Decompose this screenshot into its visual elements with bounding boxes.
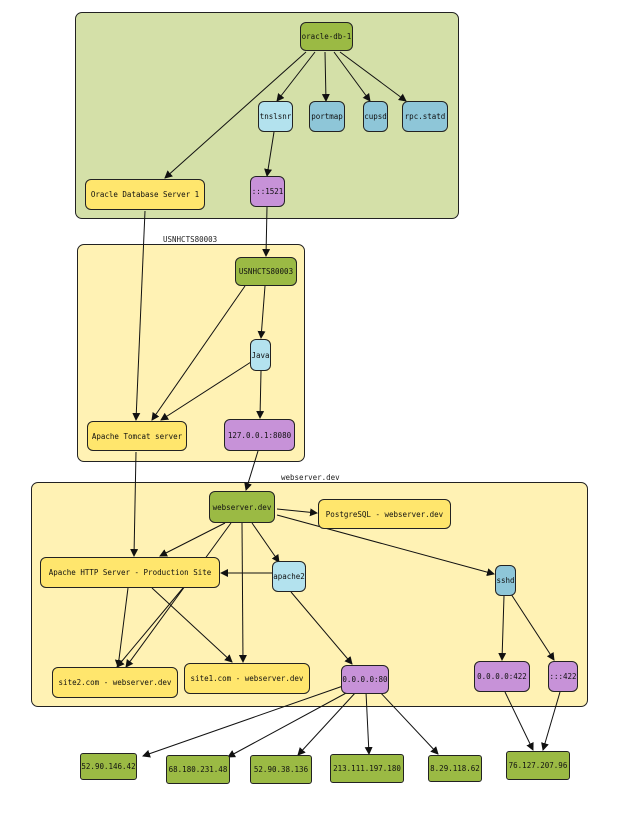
node-port-1521[interactable]: :::1521 <box>250 176 285 207</box>
edge-webserver-site2 <box>125 522 232 668</box>
edge-apachehttp-site2b <box>114 587 129 668</box>
edge-java-tomcat <box>160 361 252 421</box>
edge-80-ip1 <box>142 685 344 758</box>
edge-v6-422-ip6 <box>541 691 561 751</box>
edge-apachehttp-site1 <box>151 587 233 663</box>
edge-tomcat-apachehttp <box>130 451 139 557</box>
node-site2[interactable]: site2.com - webserver.dev <box>52 667 178 698</box>
edge-oracle-dbserver <box>164 51 307 179</box>
edge-422-ip6 <box>504 691 534 751</box>
edge-webserver-apachehttp <box>159 522 226 557</box>
edge-80-ip2 <box>227 691 349 758</box>
edge-1521-usnhcts <box>262 206 271 257</box>
edge-sshd-422 <box>498 595 507 661</box>
node-ip-8-29-118-62[interactable]: 8.29.118.62 <box>428 755 482 782</box>
edge-usnhcts-tomcat <box>151 285 246 421</box>
edge-webserver-site1 <box>238 522 247 663</box>
cluster-label-usnhcts80003: USNHCTS80003 <box>163 235 218 244</box>
edge-webserver-apache2 <box>251 522 280 563</box>
edge-apachehttp-site2 <box>116 587 184 668</box>
node-postgresql[interactable]: PostgreSQL - webserver.dev <box>318 499 451 529</box>
node-java[interactable]: Java <box>250 339 271 371</box>
edge-8080-webserver <box>244 450 259 491</box>
edge-java-8080 <box>256 370 265 419</box>
edge-80-ip5 <box>377 689 439 755</box>
node-tnslsnr[interactable]: tnslsnr <box>258 101 293 132</box>
node-oracle-db-1[interactable]: oracle-db-1 <box>300 22 353 51</box>
node-ip-52-90-38-136[interactable]: 52.90.38.136 <box>250 755 312 784</box>
edge-sshd-v6-422 <box>510 593 555 661</box>
node-ip-213-111-197-180[interactable]: 213.111.197.180 <box>330 754 404 783</box>
edge-oracle-tnslsnr <box>276 51 316 102</box>
node-ip-52-90-146-42[interactable]: 52.90.146.42 <box>80 753 137 780</box>
node-apache-tomcat[interactable]: Apache Tomcat server <box>87 421 187 451</box>
edge-oracle-portmap <box>321 51 330 102</box>
node-rpc-statd[interactable]: rpc.statd <box>402 101 448 132</box>
node-port-422[interactable]: 0.0.0.0:422 <box>474 661 530 692</box>
edge-80-ip3 <box>297 691 357 756</box>
edge-oracle-rpcstatd <box>339 51 407 102</box>
edge-apache2-port80 <box>290 591 353 665</box>
edge-webserver-postgres <box>276 508 318 517</box>
node-ip-76-127-207-96[interactable]: 76.127.207.96 <box>506 751 570 780</box>
edge-oracle-cupsd <box>333 51 371 102</box>
node-sshd[interactable]: sshd <box>495 565 516 596</box>
edge-usnhcts-java <box>257 285 266 339</box>
node-webserver-dev[interactable]: webserver.dev <box>209 491 275 523</box>
node-port-v6-422[interactable]: :::422 <box>548 661 578 692</box>
node-port-80[interactable]: 0.0.0.0:80 <box>341 665 389 694</box>
node-ip-68-180-231-48[interactable]: 68.180.231.48 <box>166 755 230 784</box>
cluster-label-webserver-dev: webserver.dev <box>281 473 340 482</box>
edge-dbserver-tomcat <box>132 210 146 421</box>
node-oracle-database-server[interactable]: Oracle Database Server 1 <box>85 179 205 210</box>
edge-80-ip4 <box>364 691 373 755</box>
node-local-8080[interactable]: 127.0.0.1:8080 <box>224 419 295 451</box>
node-apache2[interactable]: apache2 <box>272 561 306 592</box>
node-site1[interactable]: site1.com - webserver.dev <box>184 663 310 694</box>
node-portmap[interactable]: portmap <box>309 101 345 132</box>
edge-tnslsnr-1521 <box>264 131 275 177</box>
node-cupsd[interactable]: cupsd <box>363 101 388 132</box>
node-apache-http-server[interactable]: Apache HTTP Server - Production Site <box>40 557 220 588</box>
edge-webserver-sshd <box>276 514 495 577</box>
node-usnhcts80003[interactable]: USNHCTS80003 <box>235 257 297 286</box>
